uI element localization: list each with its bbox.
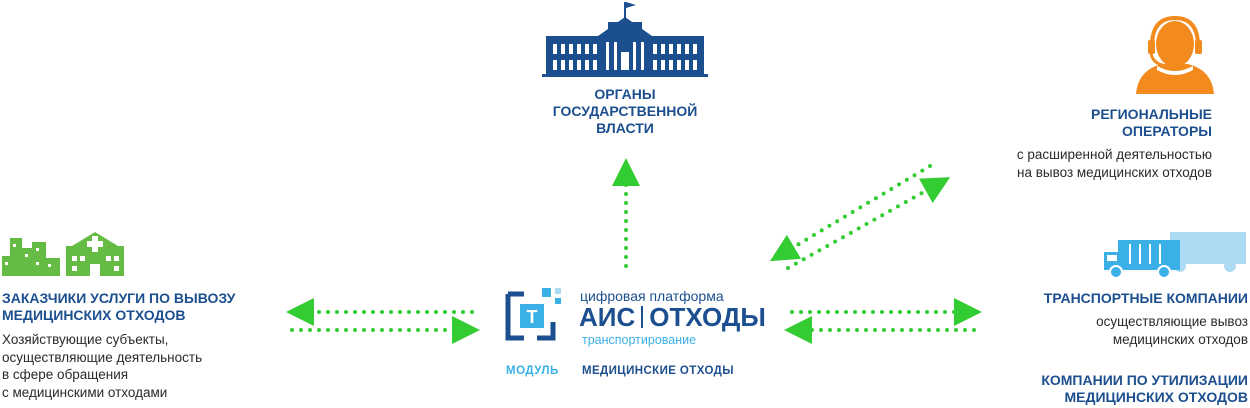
customers-desc-line: с медицинскими отходами [2,384,168,400]
regional-title-line: РЕГИОНАЛЬНЫЕ [1091,106,1212,122]
regional-desc-line: на вывоз медицинских отходов [1016,164,1212,180]
regional-title-line: ОПЕРАТОРЫ [1122,123,1212,139]
module-label: МОДУЛЬ [506,365,559,377]
arrow-from-operators [769,164,932,262]
utilization-title-line: КОМПАНИИ ПО УТИЛИЗАЦИИ [1041,372,1248,388]
transport-desc-line: осуществляющие вывоз [1096,314,1248,329]
transport-title: ТРАНСПОРТНЫЕ КОМПАНИИ [1043,290,1248,306]
ais-logo-icon: Т [505,288,561,341]
operator-headset-icon [1136,15,1214,94]
regional-desc-line: с расширенной деятельностью [1016,147,1212,162]
customers-title-line: ЗАКАЗЧИКИ УСЛУГИ ПО ВЫВОЗУ [2,290,236,306]
customers-title-line: МЕДИЦИНСКИХ ОТХОДОВ [2,307,186,323]
platform-caption: цифровая платформа [580,288,724,304]
government-title-line: ВЛАСТИ [596,120,654,136]
customers-desc-line: в сфере обращения [2,367,129,382]
government-title: ОРГАНЫ ГОСУДАРСТВЕННОЙ ВЛАСТИ [520,86,730,137]
regional-operators-block: РЕГИОНАЛЬНЫЕ ОПЕРАТОРЫ с расширенной дея… [930,106,1212,181]
customers-block: ЗАКАЗЧИКИ УСЛУГИ ПО ВЫВОЗУ МЕДИЦИНСКИХ О… [2,290,292,401]
arrow-to-operators [786,177,951,270]
customers-desc-line: Хозяйствующие субъекты, [2,332,169,347]
transport-desc-line: медицинских отходов [1112,331,1248,347]
svg-text:Т: Т [527,307,538,327]
platform-name-left: АИС [579,302,636,332]
government-title-line: ГОСУДАРСТВЕННОЙ [552,103,698,119]
government-building-icon [542,2,708,77]
customers-desc-line: осуществляющие деятельность [2,349,203,365]
city-hospital-icon [2,232,124,276]
module-name: МЕДИЦИНСКИЕ ОТХОДЫ [582,365,734,377]
platform-name-divider [641,306,644,328]
platform-name-right: ОТХОДЫ [649,302,766,332]
garbage-trucks-icon [1104,232,1246,279]
utilization-block: КОМПАНИИ ПО УТИЛИЗАЦИИ МЕДИЦИНСКИХ ОТХОД… [960,372,1248,406]
transport-block: ТРАНСПОРТНЫЕ КОМПАНИИ осуществляющие выв… [960,290,1248,348]
platform-subcaption: транспортирование [582,333,697,347]
platform-name: АИС ОТХОДЫ [579,303,779,331]
government-title-line: ОРГАНЫ [594,86,656,102]
utilization-title-line: МЕДИЦИНСКИХ ОТХОДОВ [1064,389,1248,405]
